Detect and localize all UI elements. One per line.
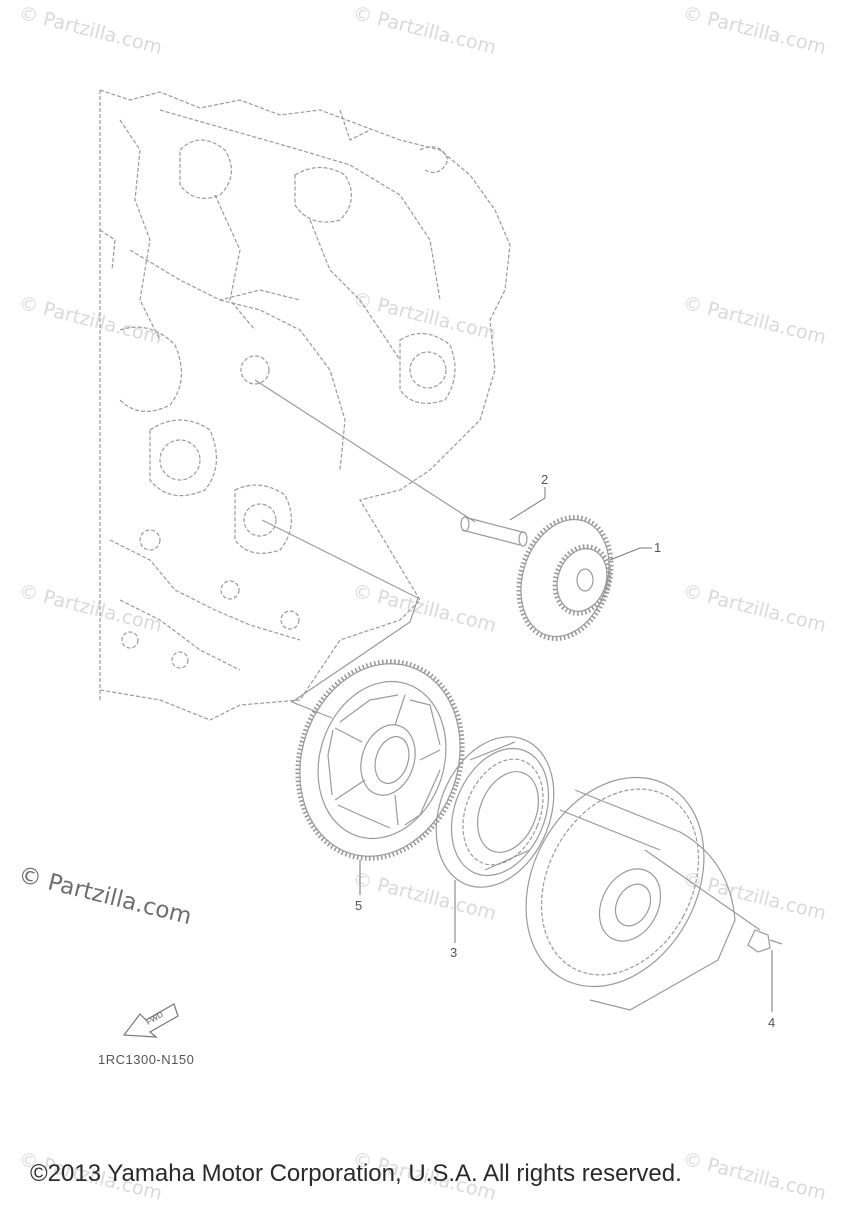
callout-number: 1 — [654, 540, 662, 555]
callout-number: 5 — [355, 898, 363, 913]
callout-number: 2 — [541, 472, 549, 487]
callout-leaders — [359, 487, 773, 1012]
assembly-guides — [254, 379, 761, 931]
diagram-code: 1RC1300-N150 — [98, 1052, 195, 1067]
part-1-idler-gear — [516, 514, 614, 642]
fwd-arrow-icon: FWD — [122, 1003, 179, 1038]
engine-block — [99, 89, 511, 721]
copyright-notice: ©2013 Yamaha Motor Corporation, U.S.A. A… — [30, 1160, 682, 1187]
part-3-one-way-clutch — [435, 736, 555, 888]
starter-clutch-housing — [525, 776, 736, 1011]
part-4-bolt — [747, 929, 783, 953]
callout-number: 3 — [450, 945, 458, 960]
callout-number: 4 — [768, 1015, 776, 1030]
part-5-starter-gear — [295, 659, 465, 861]
part-2-pin — [460, 516, 528, 547]
fwd-label: FWD — [145, 1010, 165, 1027]
